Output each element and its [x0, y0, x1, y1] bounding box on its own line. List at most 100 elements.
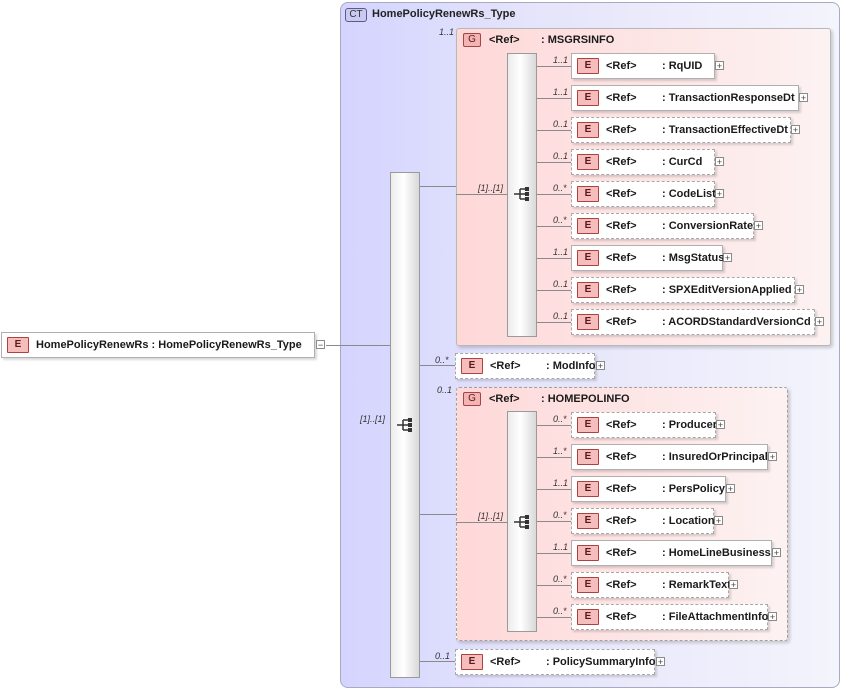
plus-icon[interactable]: + [795, 285, 804, 295]
plus-icon[interactable]: + [596, 361, 605, 371]
sequence-multiplicity: [1]..[1] [478, 511, 504, 521]
element-name: : CurCd [662, 156, 703, 168]
plus-icon[interactable]: + [754, 221, 763, 231]
connector [537, 585, 571, 586]
connector [537, 290, 571, 291]
element-ref: <Ref> [606, 284, 637, 296]
connector [537, 521, 571, 522]
element-multiplicity: 1..1 [553, 478, 569, 488]
element-acordstandardversioncd[interactable]: E <Ref> : ACORDStandardVersionCd [571, 309, 815, 335]
element-conversionrate[interactable]: E <Ref> : ConversionRate [571, 213, 754, 239]
group-ref: <Ref> [489, 34, 520, 46]
msgrsinfo-sequence-bar[interactable] [507, 53, 537, 337]
plus-icon[interactable]: + [715, 189, 724, 199]
connector [420, 514, 456, 515]
element-ref: <Ref> [490, 360, 521, 372]
element-multiplicity: 0..1 [553, 279, 569, 289]
element-ref: <Ref> [606, 156, 637, 168]
element-ref: <Ref> [606, 419, 637, 431]
group-multiplicity: 0..1 [437, 385, 453, 395]
plus-icon[interactable]: + [815, 317, 824, 327]
element-badge: E [577, 282, 599, 298]
element-name: : TransactionEffectiveDt [662, 124, 788, 136]
element-ref: <Ref> [606, 451, 637, 463]
element-name: : SPXEditVersionApplied [662, 284, 792, 296]
element-transactionresponsedt[interactable]: E <Ref> : TransactionResponseDt [571, 85, 799, 111]
root-element[interactable]: E HomePolicyRenewRs : HomePolicyRenewRs_… [1, 332, 315, 358]
element-homelinebusiness[interactable]: E <Ref> : HomeLineBusiness [571, 540, 772, 566]
element-rquid[interactable]: E <Ref> : RqUID [571, 53, 715, 79]
element-multiplicity: 0..1 [553, 311, 569, 321]
plus-icon[interactable]: + [768, 452, 777, 462]
element-curcd[interactable]: E <Ref> : CurCd [571, 149, 715, 175]
element-multiplicity: 0..1 [553, 119, 569, 129]
element-ref: <Ref> [606, 220, 637, 232]
root-element-label: HomePolicyRenewRs : HomePolicyRenewRs_Ty… [36, 339, 302, 351]
connector [537, 322, 571, 323]
element-codelist[interactable]: E <Ref> : CodeList [571, 181, 716, 207]
element-multiplicity: 0..* [553, 215, 567, 225]
element-name: : ACORDStandardVersionCd [662, 316, 811, 328]
plus-icon[interactable]: + [772, 548, 781, 558]
sequence-icon [397, 418, 412, 432]
plus-icon[interactable]: + [715, 61, 724, 71]
connector [537, 66, 571, 67]
element-spxeditversionapplied[interactable]: E <Ref> : SPXEditVersionApplied [571, 277, 795, 303]
element-badge: E [577, 609, 599, 625]
minus-icon[interactable]: − [316, 340, 325, 350]
group-ref: <Ref> [489, 393, 520, 405]
element-multiplicity: 0..* [553, 510, 567, 520]
element-ref: <Ref> [606, 579, 637, 591]
plus-icon[interactable]: + [656, 657, 665, 667]
element-name: : InsuredOrPrincipal [662, 451, 768, 463]
plus-icon[interactable]: + [799, 93, 808, 103]
element-remarktext[interactable]: E <Ref> : RemarkText [571, 572, 731, 598]
element-multiplicity: 1..1 [553, 87, 569, 97]
connector [420, 186, 456, 187]
complex-type-badge: CT [345, 8, 367, 22]
element-msgstatus[interactable]: E <Ref> : MsgStatus [571, 245, 724, 271]
sequence-icon [514, 515, 529, 529]
element-name: : Location [662, 515, 715, 527]
group-badge: G [463, 392, 481, 406]
element-insuredorprincipal[interactable]: E <Ref> : InsuredOrPrincipal [571, 444, 768, 470]
plus-icon[interactable]: + [729, 580, 738, 590]
plus-icon[interactable]: + [723, 253, 732, 263]
element-name: : FileAttachmentInfo [662, 611, 769, 623]
element-modinfo[interactable]: E <Ref> : ModInfo [455, 353, 595, 379]
element-ref: <Ref> [606, 515, 637, 527]
element-badge: E [461, 358, 483, 374]
plus-icon[interactable]: + [714, 516, 723, 526]
group-multiplicity: 1..1 [439, 27, 455, 37]
element-ref: <Ref> [606, 60, 637, 72]
element-producer[interactable]: E <Ref> : Producer [571, 412, 717, 438]
element-ref: <Ref> [606, 483, 637, 495]
connector [537, 194, 571, 195]
element-multiplicity: 1..1 [553, 542, 569, 552]
element-ref: <Ref> [606, 92, 637, 104]
element-name: : MsgStatus [662, 252, 725, 264]
connector [537, 617, 571, 618]
element-badge: E [577, 186, 599, 202]
plus-icon[interactable]: + [726, 484, 735, 494]
element-fileattachmentinfo[interactable]: E <Ref> : FileAttachmentInfo [571, 604, 768, 630]
element-location[interactable]: E <Ref> : Location [571, 508, 715, 534]
plus-icon[interactable]: + [716, 420, 725, 430]
element-name: : RqUID [662, 60, 703, 72]
element-multiplicity: 0..1 [435, 651, 451, 661]
connector [537, 162, 571, 163]
group-badge: G [463, 33, 481, 47]
element-ref: <Ref> [606, 611, 637, 623]
plus-icon[interactable]: + [768, 612, 777, 622]
plus-icon[interactable]: + [791, 125, 800, 135]
connector [537, 98, 571, 99]
element-policysummaryinfo[interactable]: E <Ref> : PolicySummaryInfo [455, 649, 655, 675]
element-transactioneffectivedt[interactable]: E <Ref> : TransactionEffectiveDt [571, 117, 791, 143]
connector [537, 425, 571, 426]
element-name: : ConversionRate [662, 220, 754, 232]
element-badge: E [577, 218, 599, 234]
element-badge: E [577, 58, 599, 74]
element-name: : ModInfo [546, 360, 596, 372]
element-perspolicy[interactable]: E <Ref> : PersPolicy [571, 476, 726, 502]
plus-icon[interactable]: + [715, 157, 724, 167]
